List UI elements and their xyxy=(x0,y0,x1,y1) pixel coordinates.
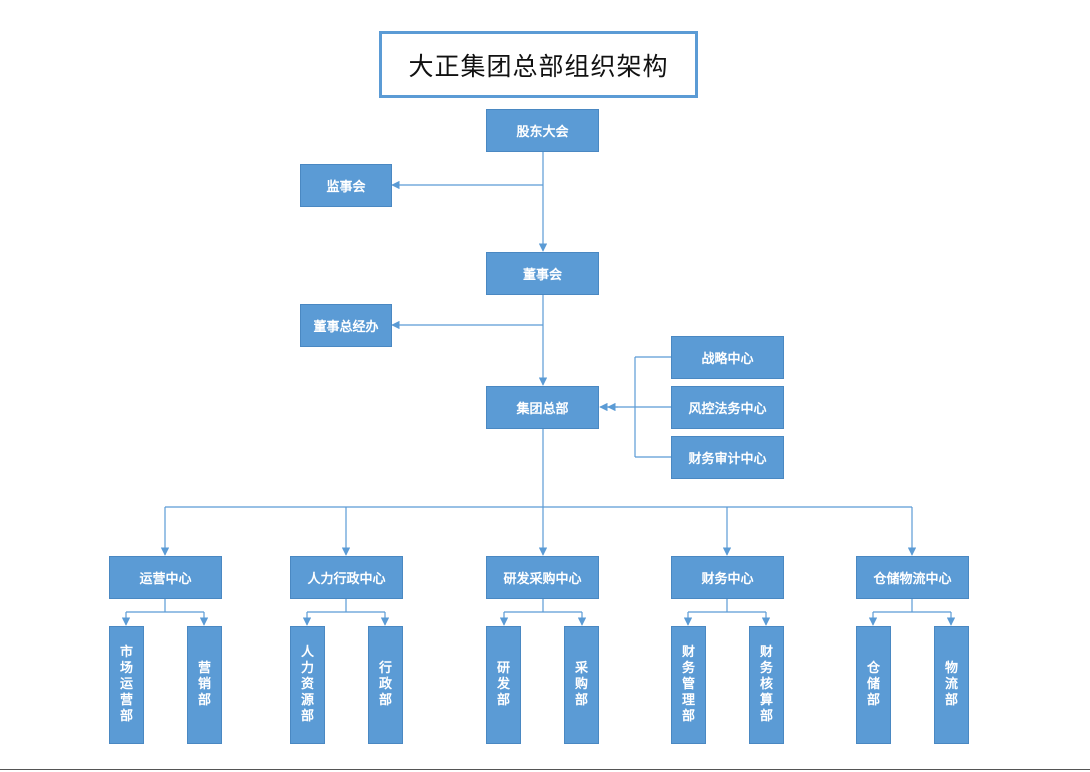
bottom-divider xyxy=(0,769,1090,770)
dept-label: 人力资源部 xyxy=(300,645,314,724)
node-operations-center: 运营中心 xyxy=(109,556,222,599)
node-logistics-center: 仓储物流中心 xyxy=(856,556,969,599)
dept-label: 行政部 xyxy=(378,661,392,708)
dept-label: 财务核算部 xyxy=(759,645,773,724)
dept-label: 营销部 xyxy=(197,661,211,708)
node-finance-mgmt-dept: 财务管理部 xyxy=(671,626,706,744)
node-finance-center: 财务中心 xyxy=(671,556,784,599)
node-group-hq: 集团总部 xyxy=(486,386,599,429)
node-logistics-dept: 物流部 xyxy=(934,626,969,744)
dept-label: 市场运营部 xyxy=(119,645,133,724)
node-strategy-center: 战略中心 xyxy=(671,336,784,379)
node-purchase-dept: 采购部 xyxy=(564,626,599,744)
node-rd-purchase-center: 研发采购中心 xyxy=(486,556,599,599)
dept-label: 研发部 xyxy=(496,661,510,708)
node-risk-legal-center: 风控法务中心 xyxy=(671,386,784,429)
node-shareholders-meeting: 股东大会 xyxy=(486,109,599,152)
node-marketing-dept: 营销部 xyxy=(187,626,222,744)
node-market-ops-dept: 市场运营部 xyxy=(109,626,144,744)
dept-label: 采购部 xyxy=(574,661,588,708)
node-finance-accounting-dept: 财务核算部 xyxy=(749,626,784,744)
node-admin-dept: 行政部 xyxy=(368,626,403,744)
node-warehouse-dept: 仓储部 xyxy=(856,626,891,744)
node-supervisory-board: 监事会 xyxy=(300,164,392,207)
dept-label: 财务管理部 xyxy=(681,645,695,724)
node-finance-audit-center: 财务审计中心 xyxy=(671,436,784,479)
chart-title: 大正集团总部组织架构 xyxy=(379,31,698,98)
dept-label: 物流部 xyxy=(944,661,958,708)
node-rd-dept: 研发部 xyxy=(486,626,521,744)
node-board-office: 董事总经办 xyxy=(300,304,392,347)
node-board-of-directors: 董事会 xyxy=(486,252,599,295)
node-hr-dept: 人力资源部 xyxy=(290,626,325,744)
dept-label: 仓储部 xyxy=(866,661,880,708)
node-hr-admin-center: 人力行政中心 xyxy=(290,556,403,599)
